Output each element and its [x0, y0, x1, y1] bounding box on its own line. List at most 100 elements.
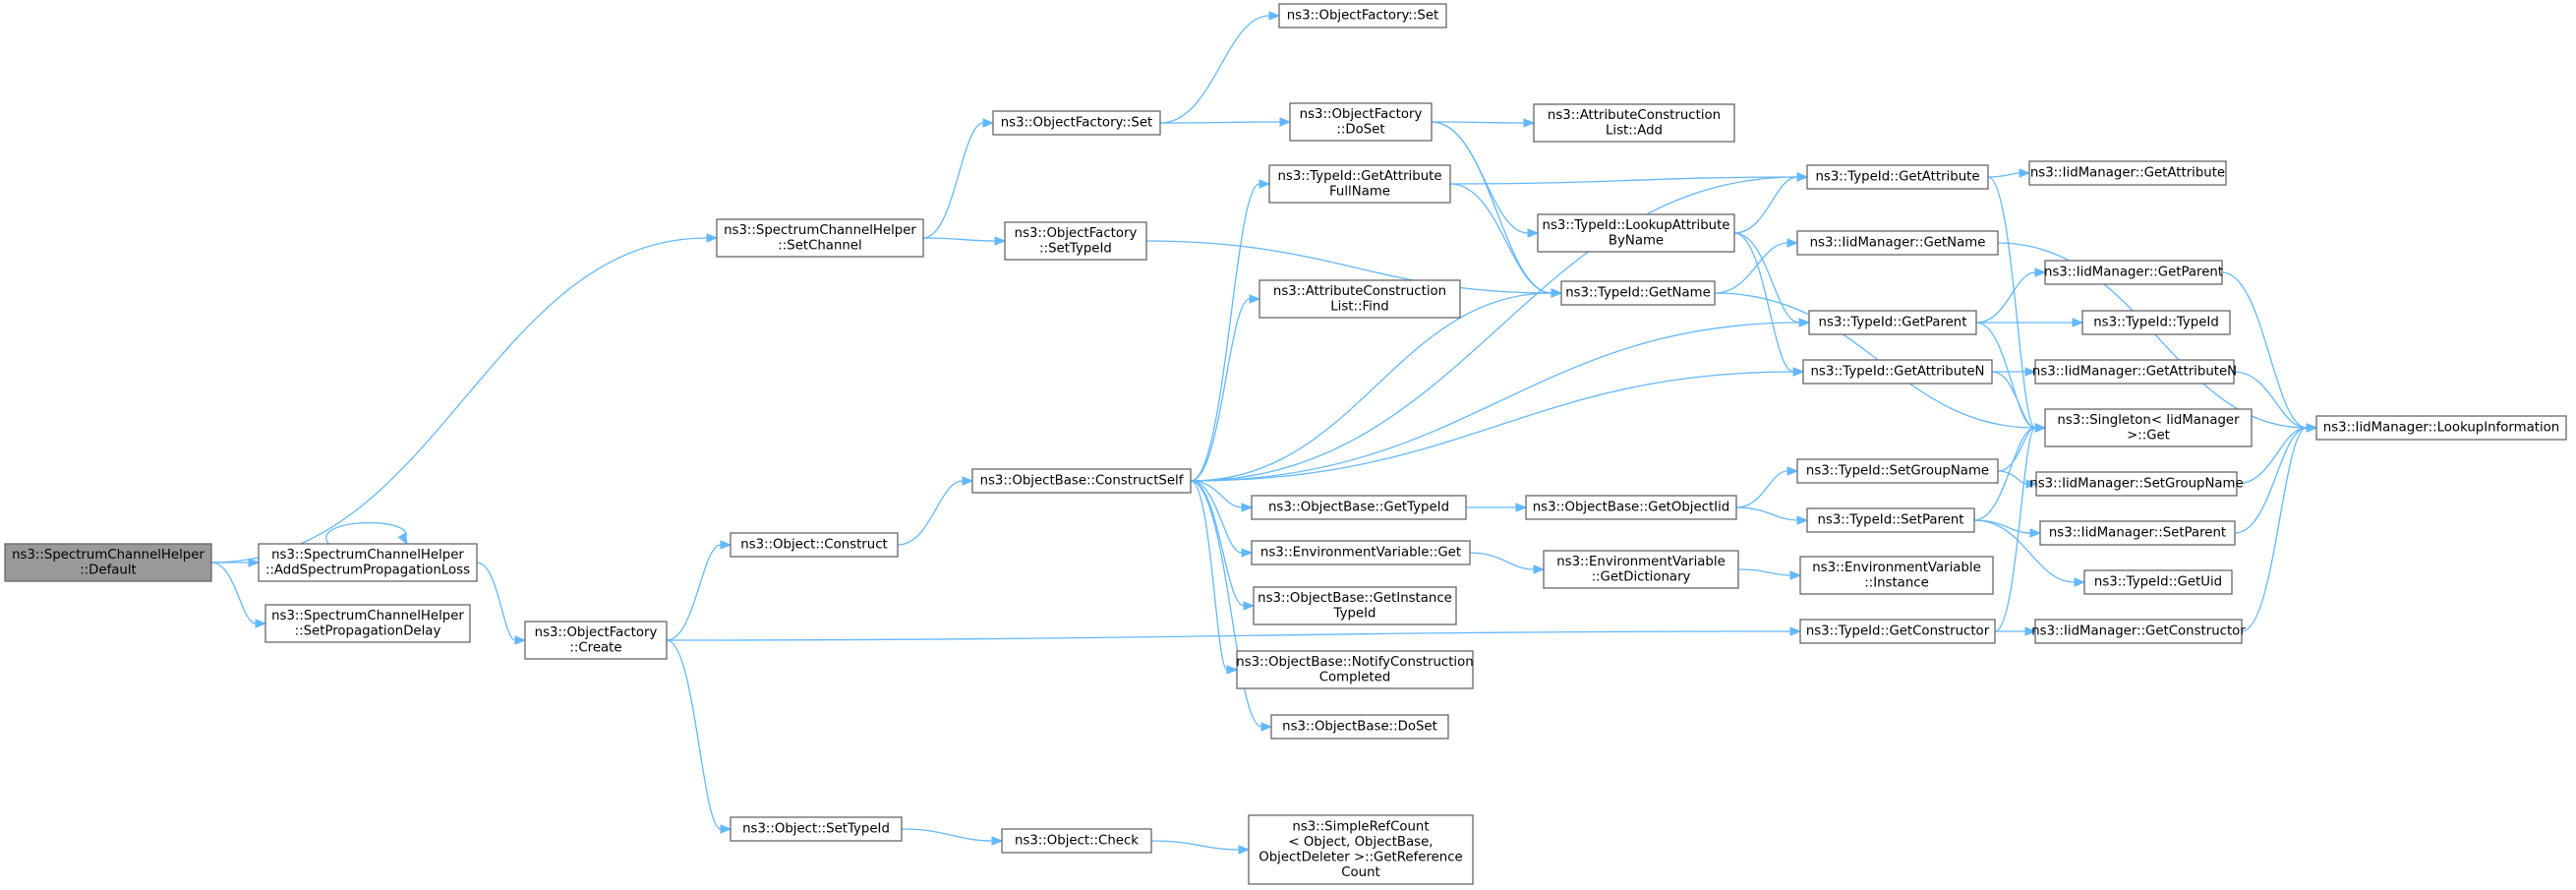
edge-arrowhead [1241, 548, 1254, 558]
node-iid-getattribute[interactable]: ns3::IidManager::GetAttribute [2028, 160, 2227, 186]
edge-ob-getobjectiid-to-tid-setparent [1735, 506, 1809, 525]
node-obj-construct[interactable]: ns3::Object::Construct [730, 532, 899, 558]
node-of-set[interactable]: ns3::ObjectFactory::Set [992, 110, 1161, 136]
call-nodes: ns3::SpectrumChannelHelper::Defaultns3::… [4, 3, 2567, 885]
node-tid-setparent[interactable]: ns3::TypeId::SetParent [1806, 507, 1975, 533]
node-label: ns3::ObjectBase::GetInstance [1258, 591, 1452, 606]
node-env-getdict[interactable]: ns3::EnvironmentVariable::GetDictionary [1543, 550, 1739, 589]
edge-arrowhead [991, 836, 1004, 846]
edge-line [1190, 183, 1260, 482]
edge-arrowhead [248, 558, 261, 567]
node-iid-getattributen[interactable]: ns3::IidManager::GetAttributeN [2032, 359, 2237, 385]
node-label: >::Get [2127, 428, 2170, 443]
edge-default-to-addprop [210, 558, 261, 567]
node-obj-settypeid[interactable]: ns3::Object::SetTypeId [730, 816, 903, 842]
node-label: ns3::SpectrumChannelHelper [724, 223, 916, 238]
node-tid-setgroupname[interactable]: ns3::TypeId::SetGroupName [1796, 458, 1999, 484]
edge-arrowhead [1789, 626, 1802, 636]
edge-arrowhead [982, 118, 995, 128]
node-env-instance[interactable]: ns3::EnvironmentVariable::Instance [1799, 556, 1994, 595]
node-box [1259, 279, 1461, 319]
node-tid-getuid[interactable]: ns3::TypeId::GetUid [2083, 569, 2233, 595]
node-env-get[interactable]: ns3::EnvironmentVariable::Get [1251, 540, 1471, 565]
edge-arrowhead [2025, 479, 2038, 489]
node-ob-gettypeid[interactable]: ns3::ObjectBase::GetTypeId [1251, 495, 1467, 520]
edge-ob-constructself-to-tid-getparent [1190, 318, 1811, 482]
node-label: ns3::ObjectFactory [1300, 107, 1423, 122]
node-tid-typeid[interactable]: ns3::TypeId::TypeId [2081, 310, 2231, 335]
node-label: ::Create [569, 640, 621, 655]
edge-setchannel-to-of-set [922, 118, 995, 239]
edge-line [210, 237, 708, 564]
node-box [1533, 103, 1735, 143]
edge-setchannel-to-of-settypeid [922, 236, 1007, 246]
node-iid-setparent[interactable]: ns3::IidManager::SetParent [2039, 520, 2236, 546]
edge-line [1190, 480, 1243, 554]
node-ob-notify[interactable]: ns3::ObjectBase::NotifyConstructionCompl… [1236, 650, 1474, 689]
node-tid-getparent[interactable]: ns3::TypeId::GetParent [1808, 310, 1977, 335]
node-box [716, 218, 924, 258]
edge-line [1973, 519, 2031, 534]
edge-tid-setgroupname-to-iid-setgroupname [1997, 470, 2038, 489]
node-singleton-get[interactable]: ns3::Singleton< IidManager >::Get [2044, 408, 2253, 447]
node-box [524, 621, 668, 660]
node-tid-getattribute[interactable]: ns3::TypeId::GetAttribute [1806, 164, 1989, 190]
node-label: ns3::EnvironmentVariable [1556, 555, 1726, 569]
edge-line [1733, 232, 1794, 373]
node-of-create[interactable]: ns3::ObjectFactory::Create [524, 621, 668, 660]
node-iid-setgroupname[interactable]: ns3::IidManager::SetGroupName [2029, 471, 2244, 497]
node-default[interactable]: ns3::SpectrumChannelHelper::Default [4, 543, 212, 582]
node-of-settypeid[interactable]: ns3::ObjectFactory::SetTypeId [1004, 221, 1147, 261]
edge-arrowhead [2072, 318, 2084, 327]
node-tid-getattributen[interactable]: ns3::TypeId::GetAttributeN [1802, 359, 1993, 385]
edge-tid-getattrfullname-to-tid-getname [1449, 183, 1563, 298]
edge-ob-constructself-to-ob-gettypeid [1190, 480, 1254, 512]
node-box [1806, 507, 1975, 533]
edge-arrowhead [1798, 318, 1811, 327]
node-label: ns3::TypeId::GetName [1565, 286, 1711, 301]
edge-tid-setparent-to-iid-setparent [1973, 519, 2042, 538]
node-setpropdelay[interactable]: ns3::SpectrumChannelHelper::SetPropagati… [264, 604, 471, 643]
node-label: ns3::ObjectFactory::Set [1287, 9, 1438, 24]
node-setchannel[interactable]: ns3::SpectrumChannelHelper::SetChannel [716, 218, 924, 258]
node-tid-getconstructor[interactable]: ns3::TypeId::GetConstructor [1799, 619, 1996, 644]
node-iid-getparent[interactable]: ns3::IidManager::GetParent [2044, 260, 2223, 285]
edge-line [1190, 292, 1552, 482]
node-ob-doset[interactable]: ns3::ObjectBase::DoSet [1270, 714, 1449, 740]
edge-of-doset-to-tid-getname [1431, 121, 1563, 298]
node-iid-lookupinfo[interactable]: ns3::IidManager::LookupInformation [2315, 415, 2567, 441]
node-box [2044, 260, 2223, 285]
node-label: ns3::TypeId::SetGroupName [1806, 464, 1989, 479]
node-tid-getname[interactable]: ns3::TypeId::GetName [1560, 280, 1716, 306]
node-obj-check[interactable]: ns3::Object::Check [1001, 828, 1152, 854]
node-addprop[interactable]: ns3::SpectrumChannelHelper::AddSpectrumP… [258, 543, 478, 582]
node-box [2035, 471, 2238, 497]
edge-arrowhead [255, 619, 267, 628]
edge-tid-getattrfullname-to-tid-getattribute [1449, 172, 1809, 185]
node-ob-getobjectiid[interactable]: ns3::ObjectBase::GetObjectIid [1525, 495, 1737, 520]
node-label: ::GetDictionary [1592, 569, 1691, 584]
edge-line [1150, 840, 1240, 851]
node-src-getref[interactable]: ns3::SimpleRefCount< Object, ObjectBase,… [1248, 814, 1474, 885]
node-box [730, 532, 899, 558]
node-of-set-top[interactable]: ns3::ObjectFactory::Set [1278, 3, 1447, 29]
edge-arrowhead [1259, 179, 1271, 189]
node-iid-getname[interactable]: ns3::IidManager::GetName [1796, 230, 1999, 256]
node-box [2034, 359, 2235, 385]
node-iid-getconstructor[interactable]: ns3::IidManager::GetConstructor [2031, 619, 2246, 644]
edge-arrowhead [1226, 665, 1239, 675]
edge-arrowhead [1796, 172, 1809, 182]
edge-arrowhead [1241, 503, 1254, 512]
edge-line [1735, 506, 1798, 521]
node-of-doset[interactable]: ns3::ObjectFactory::DoSet [1289, 102, 1433, 142]
node-box [258, 543, 478, 582]
node-box [2028, 160, 2227, 186]
edge-arrowhead [1789, 570, 1802, 580]
edge-ob-constructself-to-tid-getattributen [1190, 367, 1805, 482]
node-ob-constructself[interactable]: ns3::ObjectBase::ConstructSelf [971, 468, 1192, 494]
